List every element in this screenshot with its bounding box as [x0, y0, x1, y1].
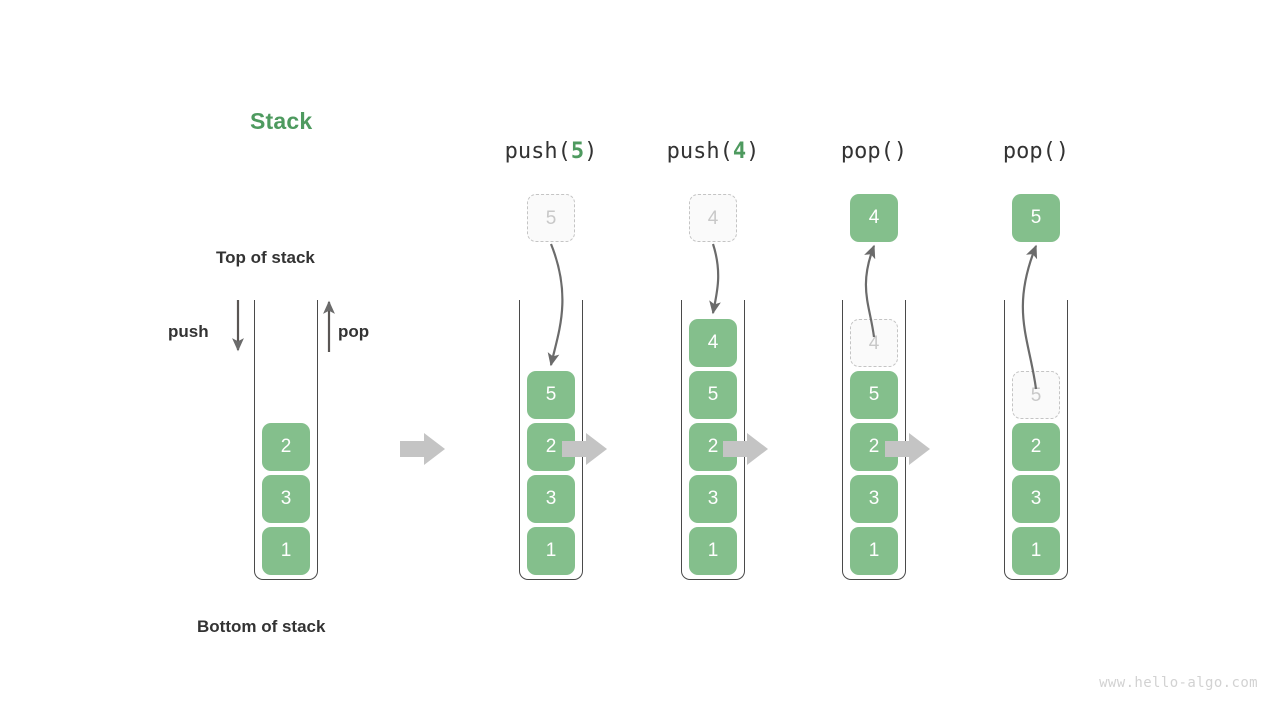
stack-cell: 1 [689, 527, 737, 575]
stack-cell: 5 [689, 371, 737, 419]
top-of-stack-label: Top of stack [216, 248, 315, 267]
operation-caption: push(5) [461, 139, 641, 164]
stack-cell: 2 [1012, 423, 1060, 471]
caption-argument: 4 [732, 139, 747, 164]
stack-cell: 1 [1012, 527, 1060, 575]
transition-arrow-4 [885, 432, 931, 466]
transition-arrow-2 [562, 432, 608, 466]
stack-cell: 5 [527, 371, 575, 419]
stack-cell-ghost: 5 [1012, 371, 1060, 419]
operation-caption: push(4) [623, 139, 803, 164]
stack-cell: 1 [850, 527, 898, 575]
caption-suffix: ) [584, 139, 598, 164]
caption-suffix: ) [1055, 139, 1070, 164]
floating-cell: 4 [850, 194, 898, 242]
motion-arrow [547, 243, 564, 367]
stack-cell: 1 [527, 527, 575, 575]
caption-suffix: ) [893, 139, 908, 164]
caption-argument: 5 [570, 139, 585, 164]
operation-caption: pop() [946, 139, 1126, 164]
bottom-of-stack-label: Bottom of stack [197, 617, 326, 636]
floating-cell-ghost: 5 [527, 194, 575, 242]
stack-cell: 3 [527, 475, 575, 523]
floating-cell: 5 [1012, 194, 1060, 242]
stack-cell: 3 [1012, 475, 1060, 523]
stack-cell-ghost: 4 [850, 319, 898, 367]
caption-prefix: push( [666, 139, 733, 164]
stack-cell: 5 [850, 371, 898, 419]
caption-suffix: ) [746, 139, 760, 164]
stack-cell: 3 [850, 475, 898, 523]
caption-prefix: pop( [840, 139, 894, 164]
caption-prefix: pop( [1002, 139, 1056, 164]
stack-cell: 3 [689, 475, 737, 523]
watermark: www.hello-algo.com [1099, 675, 1258, 691]
stack-cell: 3 [262, 475, 310, 523]
floating-cell-ghost: 4 [689, 194, 737, 242]
push-label: push [168, 322, 209, 341]
stack-cell: 4 [689, 319, 737, 367]
operation-caption: pop() [784, 139, 964, 164]
motion-arrow [1021, 244, 1038, 390]
transition-arrow-1 [400, 432, 446, 466]
caption-prefix: push( [504, 139, 571, 164]
stack-cell: 1 [262, 527, 310, 575]
page-title: Stack [250, 108, 313, 134]
stack-cell: 2 [262, 423, 310, 471]
motion-arrow [709, 243, 721, 315]
pop-label: pop [338, 322, 370, 341]
transition-arrow-3 [723, 432, 769, 466]
